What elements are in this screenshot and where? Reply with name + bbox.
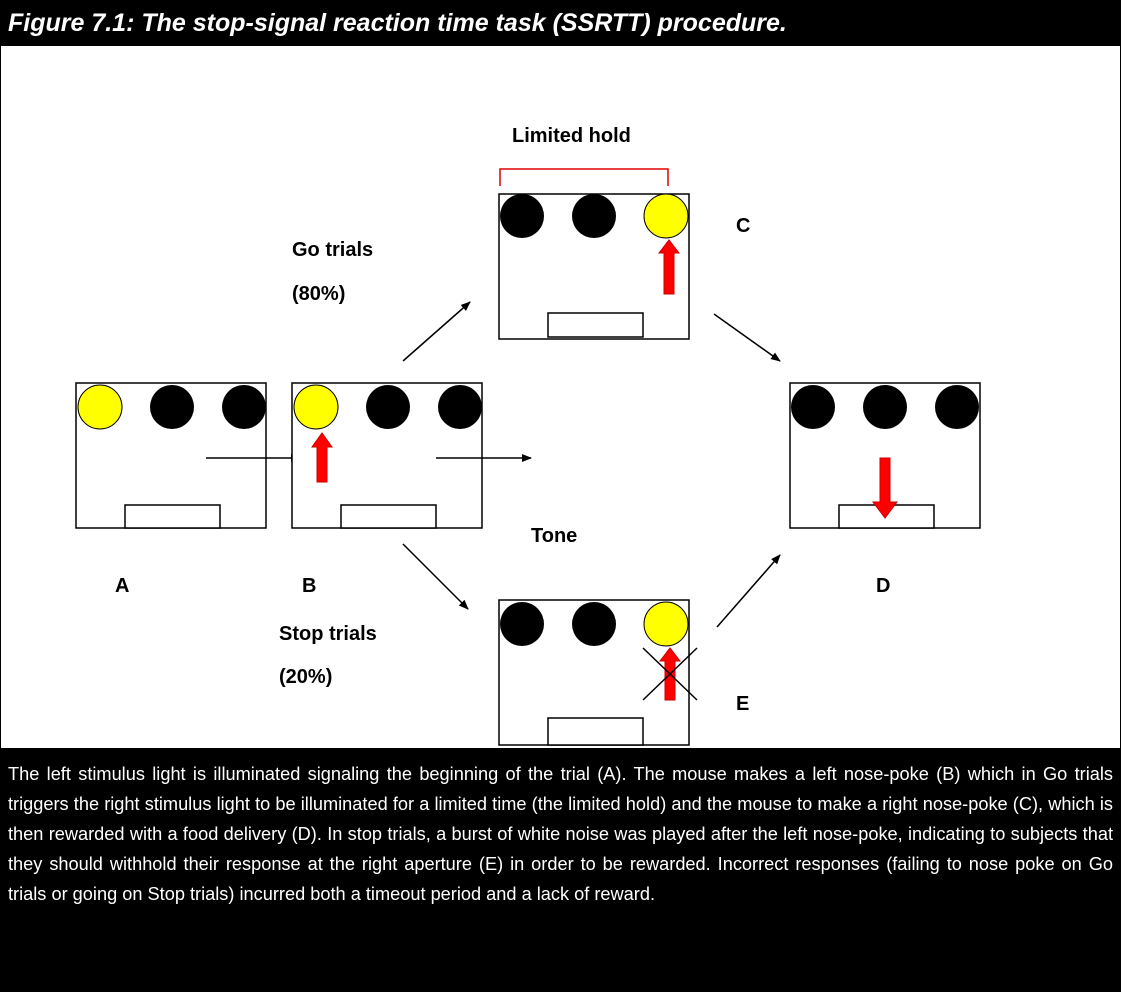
food-magazine <box>124 504 221 529</box>
panel-a-label: A <box>115 575 129 597</box>
stimulus-light-right <box>222 385 266 429</box>
arrow-c-to-d <box>713 313 781 362</box>
stimulus-light-left <box>791 385 835 429</box>
stimulus-light-right-lit <box>643 601 689 647</box>
go-trials-percent: (80%) <box>292 283 345 305</box>
figure-caption: The left stimulus light is illuminated s… <box>0 748 1121 992</box>
nose-poke-up-arrow <box>657 239 681 295</box>
chamber-b <box>291 382 483 529</box>
stimulus-light-middle <box>572 194 616 238</box>
stimulus-light-middle <box>572 602 616 646</box>
stimulus-light-left <box>500 194 544 238</box>
food-magazine <box>340 504 437 529</box>
arrow-b-to-e <box>402 543 469 610</box>
arrow-e-to-d <box>716 554 781 628</box>
panel-b-label: B <box>302 575 316 597</box>
food-magazine <box>547 312 644 338</box>
panel-d-label: D <box>876 575 890 597</box>
chamber-d <box>789 382 981 529</box>
stimulus-light-left-lit <box>77 384 123 430</box>
figure-title: Figure 7.1: The stop-signal reaction tim… <box>0 0 1121 46</box>
tone-label: Tone <box>531 525 577 547</box>
food-magazine <box>547 717 644 746</box>
stimulus-light-right <box>438 385 482 429</box>
stimulus-light-middle <box>150 385 194 429</box>
nose-poke-up-arrow <box>311 432 333 483</box>
limited-hold-label: Limited hold <box>512 125 631 147</box>
ssrtt-diagram: Limited hold C A B Go trials (80%) Stop … <box>75 125 981 746</box>
stimulus-light-left-lit <box>293 384 339 430</box>
panel-c-label: C <box>736 215 750 237</box>
stop-trials-percent: (20%) <box>279 666 332 688</box>
stimulus-light-middle <box>366 385 410 429</box>
chamber-e <box>498 599 698 746</box>
arrow-b-to-c <box>402 301 471 362</box>
chamber-c <box>498 193 690 340</box>
stimulus-light-right-lit <box>643 193 689 239</box>
cross-mark-icon <box>642 647 698 701</box>
chamber-a <box>75 382 267 529</box>
limited-hold-bracket <box>499 168 669 186</box>
stimulus-light-left <box>500 602 544 646</box>
stimulus-light-middle <box>863 385 907 429</box>
panel-e-label: E <box>736 693 749 715</box>
stimulus-light-right <box>935 385 979 429</box>
go-trials-label: Go trials <box>292 239 373 261</box>
stop-trials-label: Stop trials <box>279 623 377 645</box>
food-delivery-down-arrow <box>872 457 898 519</box>
